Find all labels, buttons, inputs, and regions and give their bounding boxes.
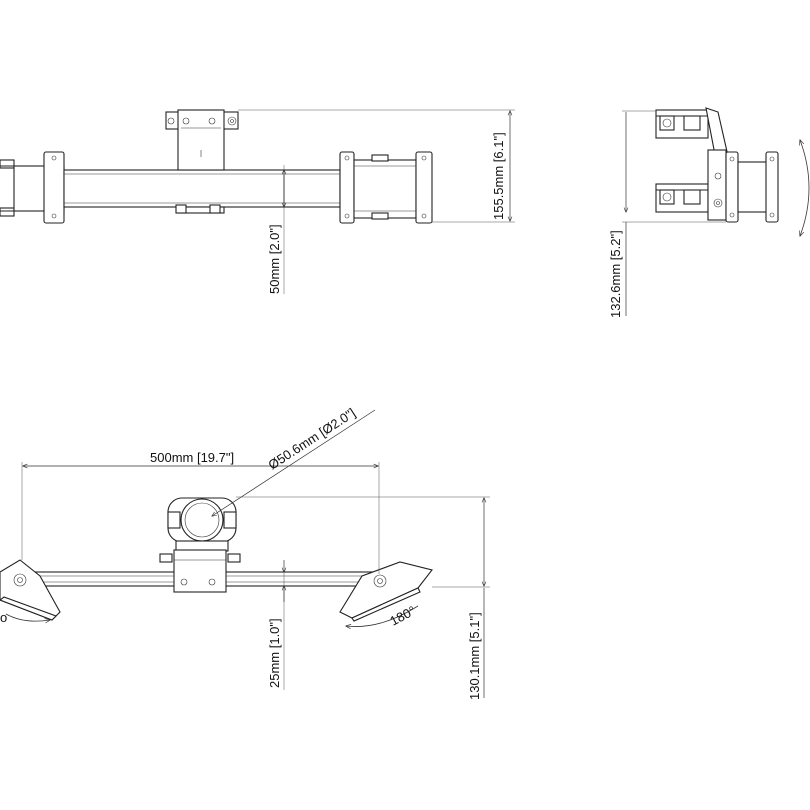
dim-top-width: 500mm [19.7"] (150, 450, 234, 465)
side-view (622, 107, 810, 316)
dim-top-offset: 25mm [1.0"] (267, 618, 282, 688)
side-head-bracket (725, 151, 779, 223)
front-dimensions (238, 109, 515, 294)
dim-top-depth: 130.1mm [5.1"] (467, 612, 482, 700)
dim-front-offset: 50mm [2.0"] (267, 224, 282, 294)
top-view: o (0, 409, 490, 698)
top-right-head (339, 561, 433, 622)
dim-pole-diameter: Ø50.6mm [Ø2.0"] (265, 405, 358, 472)
front-main-bar (63, 169, 341, 208)
front-left-arm-stub (0, 151, 65, 224)
front-center-clamp (165, 109, 239, 214)
dim-front-height: 155.5mm [6.1"] (491, 132, 506, 220)
side-pole-clamps (655, 109, 709, 213)
top-left-head (0, 559, 61, 621)
front-right-bracket (339, 151, 433, 224)
dim-side-height: 132.6mm [5.2"] (608, 230, 623, 318)
svg-text:o: o (0, 610, 7, 625)
dim-rotation: 180° (387, 603, 418, 629)
top-pole-clamp (159, 497, 241, 593)
front-view (0, 109, 515, 294)
side-arm (705, 107, 729, 221)
top-dimensions: o (0, 409, 490, 698)
side-dimensions (622, 110, 726, 316)
